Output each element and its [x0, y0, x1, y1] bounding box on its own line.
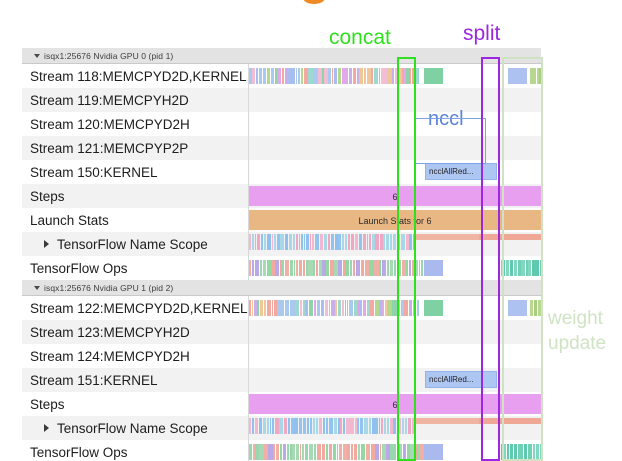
- group-header-label: isqx1:25676 Nvidia GPU 0 (pid 1): [44, 50, 174, 61]
- timeline-track[interactable]: [248, 136, 541, 160]
- timeline-track[interactable]: ncclAllRed...: [248, 160, 541, 184]
- track-label-text: Stream 122:MEMCPYD2D,KERNEL,MI: [30, 300, 248, 316]
- expand-triangle-icon[interactable]: [44, 239, 49, 248]
- nccl-allreduce-block[interactable]: ncclAllRed...: [425, 371, 497, 388]
- track-label[interactable]: Launch Stats: [22, 213, 248, 228]
- track-label[interactable]: Stream 119:MEMCPYH2D: [22, 93, 248, 108]
- step-bar[interactable]: 6: [249, 394, 541, 414]
- timeline-track[interactable]: [248, 320, 541, 344]
- track-label-text: Stream 119:MEMCPYH2D: [30, 92, 189, 108]
- track-row[interactable]: TensorFlow Name Scope: [22, 416, 541, 440]
- timeline-track[interactable]: [248, 344, 541, 368]
- nccl-allreduce-block[interactable]: ncclAllRed...: [425, 163, 497, 180]
- step-bar-label: 6: [392, 192, 398, 202]
- track-row[interactable]: Stream 121:MEMCPYP2P: [22, 136, 541, 160]
- track-label-text: TensorFlow Name Scope: [57, 420, 208, 436]
- track-label-text: TensorFlow Ops: [30, 260, 128, 276]
- track-row[interactable]: Steps 6: [22, 392, 541, 416]
- track-row[interactable]: Steps 6: [22, 184, 541, 208]
- track-label[interactable]: Stream 120:MEMCPYD2H: [22, 117, 248, 132]
- launch-stats-bar[interactable]: Launch Stats for 6: [249, 210, 541, 230]
- track-label[interactable]: Stream 123:MEMCPYH2D: [22, 325, 248, 340]
- track-label-text: Stream 124:MEMCPYD2H: [30, 348, 190, 364]
- track-label-text: Steps: [30, 396, 65, 412]
- timeline-track[interactable]: ncclAllRed...: [248, 368, 541, 392]
- annotation-weight-update-line2: update: [548, 333, 607, 354]
- track-label[interactable]: TensorFlow Name Scope: [22, 421, 248, 436]
- track-label-text: Stream 123:MEMCPYH2D: [30, 324, 190, 340]
- track-label[interactable]: Stream 118:MEMCPYD2D,KERNEL,ME: [22, 69, 248, 84]
- track-label[interactable]: Stream 122:MEMCPYD2D,KERNEL,MI: [22, 301, 248, 316]
- timeline-track[interactable]: [248, 112, 541, 136]
- track-label-text: Stream 120:MEMCPYD2H: [30, 116, 190, 132]
- track-row[interactable]: Stream 118:MEMCPYD2D,KERNEL,ME: [22, 64, 541, 88]
- track-row[interactable]: Stream 120:MEMCPYD2H: [22, 112, 541, 136]
- step-bar[interactable]: 6: [249, 186, 541, 206]
- group-header-label: isqx1:25676 Nvidia GPU 1 (pid 2): [44, 282, 174, 293]
- timeline-track[interactable]: [248, 416, 541, 440]
- expand-triangle-icon[interactable]: [44, 423, 49, 432]
- annotation-nccl: nccl: [428, 108, 464, 130]
- track-row[interactable]: TensorFlow Ops: [22, 256, 541, 280]
- track-row[interactable]: Launch Stats Launch Stats for 6: [22, 208, 541, 232]
- track-label[interactable]: TensorFlow Name Scope: [22, 237, 248, 252]
- timeline-track[interactable]: [248, 256, 541, 280]
- track-row[interactable]: Stream 151:KERNEL ncclAllRed...: [22, 368, 541, 392]
- track-label-text: Stream 151:KERNEL: [30, 372, 158, 388]
- group-header[interactable]: isqx1:25676 Nvidia GPU 0 (pid 1): [22, 48, 541, 64]
- timeline-track[interactable]: [248, 64, 541, 88]
- track-row[interactable]: Stream 124:MEMCPYD2H: [22, 344, 541, 368]
- collapse-triangle-icon[interactable]: [34, 285, 40, 290]
- track-label[interactable]: Stream 121:MEMCPYP2P: [22, 141, 248, 156]
- track-label[interactable]: Stream 151:KERNEL: [22, 373, 248, 388]
- annotation-concat: concat: [329, 26, 391, 49]
- track-label[interactable]: Stream 150:KERNEL: [22, 165, 248, 180]
- track-label[interactable]: Steps: [22, 189, 248, 204]
- track-label[interactable]: TensorFlow Ops: [22, 261, 248, 276]
- trace-viewer[interactable]: isqx1:25676 Nvidia GPU 0 (pid 1) Stream 1…: [22, 48, 541, 461]
- annotation-split: split: [463, 22, 501, 45]
- track-row[interactable]: TensorFlow Name Scope: [22, 232, 541, 256]
- track-label-text: Stream 150:KERNEL: [30, 164, 158, 180]
- track-row[interactable]: Stream 150:KERNEL ncclAllRed...: [22, 160, 541, 184]
- track-row[interactable]: Stream 119:MEMCPYH2D: [22, 88, 541, 112]
- timeline-track[interactable]: [248, 232, 541, 256]
- track-label-text: TensorFlow Ops: [30, 444, 128, 460]
- collapse-triangle-icon[interactable]: [34, 53, 40, 58]
- timeline-track[interactable]: [248, 88, 541, 112]
- timeline-track[interactable]: 6: [248, 392, 541, 416]
- timeline-track[interactable]: [248, 440, 541, 461]
- cropped-orange-marker: [303, 0, 325, 4]
- track-label[interactable]: Steps: [22, 397, 248, 412]
- timeline-track[interactable]: 6: [248, 184, 541, 208]
- annotation-weight-update-line1: weight: [548, 308, 603, 329]
- track-row[interactable]: TensorFlow Ops: [22, 440, 541, 461]
- track-label-text: Stream 118:MEMCPYD2D,KERNEL,ME: [30, 68, 248, 84]
- group-header[interactable]: isqx1:25676 Nvidia GPU 1 (pid 2): [22, 280, 541, 296]
- track-label-text: Steps: [30, 188, 65, 204]
- annotation-weight-update: weight update: [548, 306, 606, 356]
- launch-stats-bar-label: Launch Stats for 6: [358, 216, 432, 226]
- track-label[interactable]: TensorFlow Ops: [22, 445, 248, 460]
- track-label-text: Launch Stats: [30, 212, 109, 228]
- timeline-track[interactable]: [248, 296, 541, 320]
- track-label-text: Stream 121:MEMCPYP2P: [30, 140, 189, 156]
- track-label-text: TensorFlow Name Scope: [57, 236, 208, 252]
- timeline-track[interactable]: Launch Stats for 6: [248, 208, 541, 232]
- track-row[interactable]: Stream 123:MEMCPYH2D: [22, 320, 541, 344]
- step-bar-label: 6: [392, 400, 398, 410]
- track-row[interactable]: Stream 122:MEMCPYD2D,KERNEL,MI: [22, 296, 541, 320]
- track-label[interactable]: Stream 124:MEMCPYD2H: [22, 349, 248, 364]
